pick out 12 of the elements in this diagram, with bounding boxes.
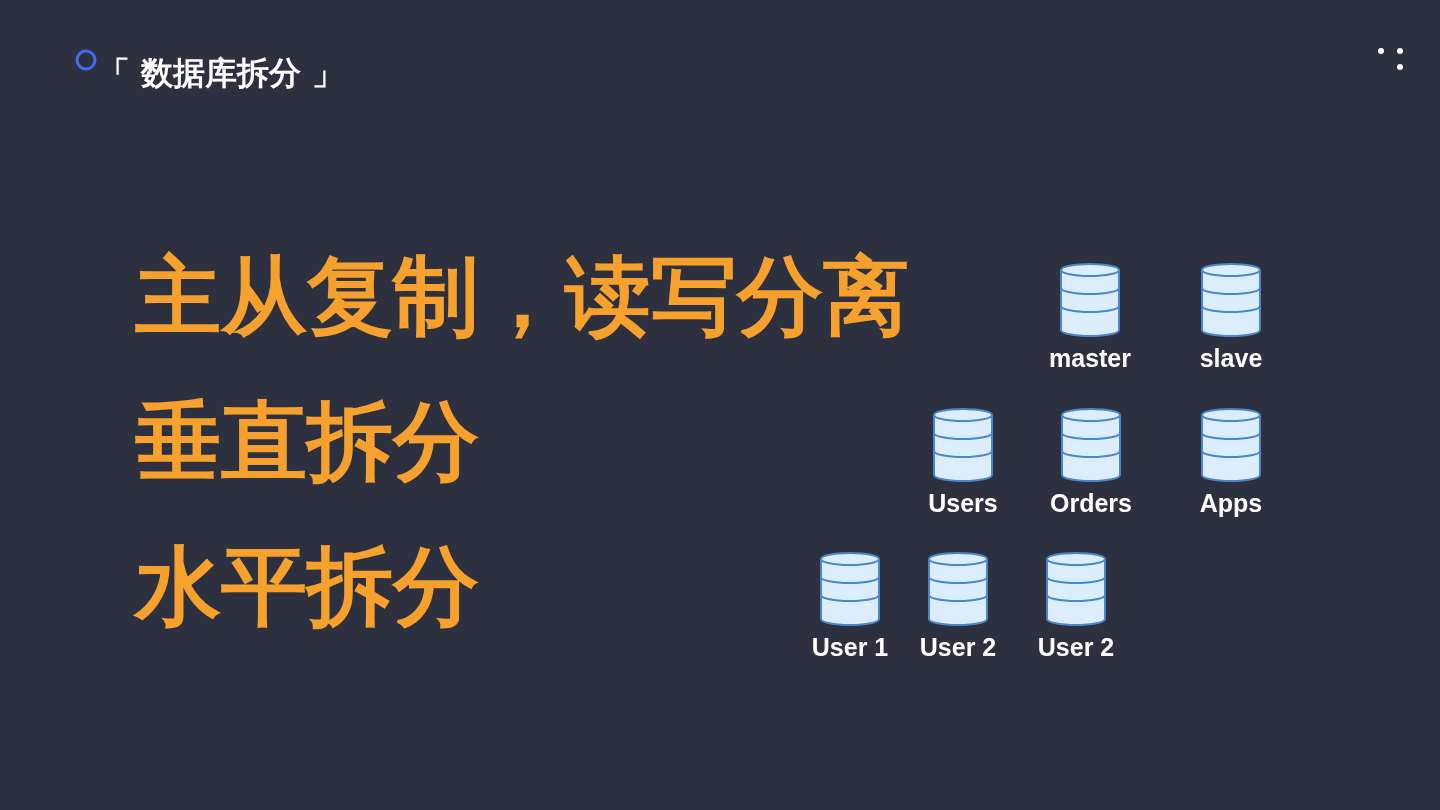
heading-text: 垂直拆分 [135, 398, 479, 484]
database-label: Apps [1199, 489, 1263, 518]
database-label: Users [928, 489, 998, 518]
database-label: slave [1199, 344, 1263, 373]
database-label: User 2 [919, 633, 997, 662]
heading-text: 水平拆分 [135, 543, 479, 629]
heading-text: 主从复制，读写分离 [135, 253, 909, 339]
database-label: master [1049, 344, 1131, 373]
database-label: User 2 [1037, 633, 1115, 662]
database-label: User 1 [811, 633, 889, 662]
slide-title: 「 数据库拆分 」 [98, 53, 345, 94]
database-label: Orders [1050, 489, 1132, 518]
